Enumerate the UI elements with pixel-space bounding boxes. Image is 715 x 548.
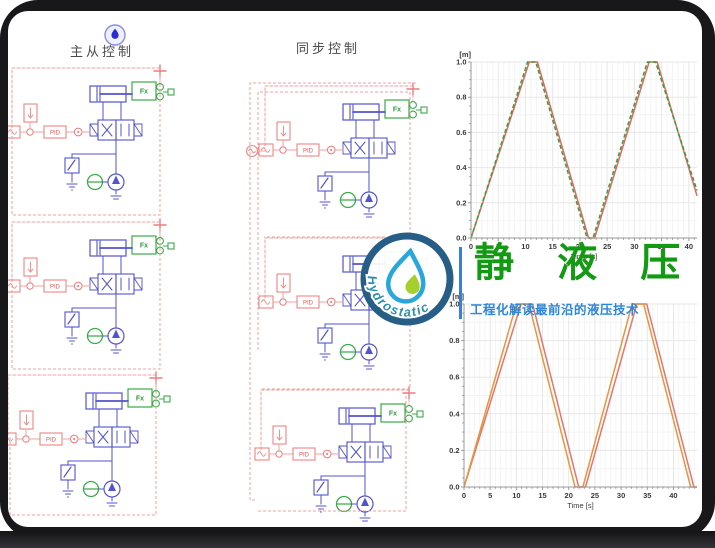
x-axis-label: Time [s] bbox=[567, 501, 593, 510]
svg-text:1.0: 1.0 bbox=[449, 300, 459, 309]
svg-text:20: 20 bbox=[576, 242, 584, 251]
plot-window-master-slave[interactable]: 0 5 10 15 20 25 30 35 40 0.0 0.2 0.4 0.6 0.8 1.0[m] Tim… bbox=[447, 46, 702, 264]
svg-text:0.0: 0.0 bbox=[449, 483, 459, 492]
svg-text:1.0: 1.0 bbox=[456, 58, 466, 67]
y-axis-label: [m] bbox=[452, 292, 464, 301]
app-screen: PID Fx 主从控制 同步控制 bbox=[8, 11, 702, 527]
svg-text:0.2: 0.2 bbox=[456, 198, 466, 207]
svg-text:30: 30 bbox=[617, 491, 625, 500]
svg-text:25: 25 bbox=[603, 242, 611, 251]
plot-window-synchronous[interactable]: 0 5 10 15 20 25 30 35 40 0.0 0.2 0.4 0.6 0.8 1.0[m] Tim… bbox=[440, 288, 702, 513]
svg-text:10: 10 bbox=[521, 242, 529, 251]
watermark-title: 静 液 压 bbox=[474, 241, 697, 285]
x-axis-label: Time [s] bbox=[571, 252, 597, 261]
svg-text:0.6: 0.6 bbox=[456, 128, 466, 137]
fluid-properties-droplet-icon[interactable] bbox=[103, 23, 127, 47]
svg-text:25: 25 bbox=[591, 491, 599, 500]
svg-text:0: 0 bbox=[469, 242, 473, 251]
watermark-subtitle: 工程化解读最前沿的液压技术 bbox=[470, 303, 640, 317]
svg-text:0.4: 0.4 bbox=[449, 409, 460, 418]
svg-text:35: 35 bbox=[657, 242, 665, 251]
svg-text:0.6: 0.6 bbox=[449, 373, 459, 382]
svg-text:0.2: 0.2 bbox=[449, 446, 459, 455]
result-plot-bottom: 0 5 10 15 20 25 30 35 40 0.0 0.2 0.4 0.6 0.8 1.0[m] Tim… bbox=[440, 288, 702, 513]
diagram-title-master-slave: 主从控制 bbox=[70, 44, 135, 59]
svg-text:15: 15 bbox=[549, 242, 557, 251]
device-bottom-edge bbox=[0, 531, 715, 548]
svg-text:5: 5 bbox=[496, 242, 500, 251]
svg-text:0.8: 0.8 bbox=[456, 93, 466, 102]
diagram-title-synchronous: 同步控制 bbox=[296, 41, 361, 56]
svg-text:5: 5 bbox=[488, 491, 492, 500]
svg-text:20: 20 bbox=[565, 491, 573, 500]
svg-text:0.4: 0.4 bbox=[456, 163, 467, 172]
svg-text:30: 30 bbox=[630, 242, 638, 251]
watermark-divider bbox=[459, 247, 462, 319]
master-slave-feedback-wires bbox=[9, 74, 161, 516]
svg-text:0.0: 0.0 bbox=[456, 234, 466, 243]
svg-text:40: 40 bbox=[685, 242, 693, 251]
hydrostatic-logo: Hydrostatic bbox=[360, 232, 454, 326]
y-axis-label: [m] bbox=[459, 50, 471, 59]
svg-text:40: 40 bbox=[669, 491, 677, 500]
svg-text:15: 15 bbox=[538, 491, 546, 500]
result-plot-top: 0 5 10 15 20 25 30 35 40 0.0 0.2 0.4 0.6 0.8 1.0[m] Tim… bbox=[447, 46, 702, 264]
svg-text:0: 0 bbox=[462, 491, 466, 500]
svg-text:10: 10 bbox=[512, 491, 520, 500]
svg-text:35: 35 bbox=[643, 491, 651, 500]
svg-text:0.8: 0.8 bbox=[449, 336, 459, 345]
